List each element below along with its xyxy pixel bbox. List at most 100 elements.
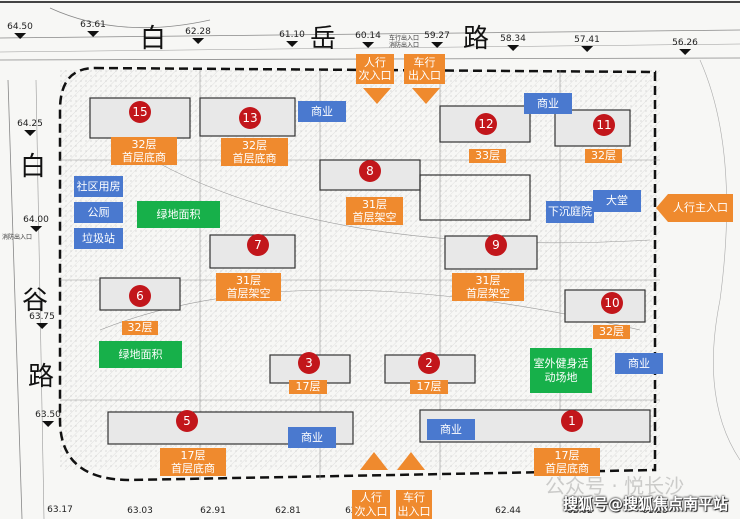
- road-name-north-2: 岳: [310, 24, 337, 54]
- fire-entrance-note: 消防出入口: [389, 42, 420, 49]
- elevation-value-south: 62.02: [567, 506, 593, 516]
- elevation-triangle-icon: [29, 226, 42, 232]
- floors: 31层: [362, 197, 387, 211]
- ground-use: 首层底商: [171, 462, 215, 475]
- building-12-label: 33层: [469, 149, 506, 163]
- elevation-marker: 56.26: [672, 38, 698, 55]
- elevation-marker: 64.00: [23, 215, 49, 232]
- elevation-value: 62.28: [185, 27, 211, 37]
- building-marker-13[interactable]: 13: [239, 107, 261, 129]
- floors: 31层: [236, 273, 261, 287]
- elevation-value-south: 62.91: [200, 506, 226, 516]
- elevation-triangle-icon: [41, 421, 54, 427]
- vehicle-entrance-note: 车行出入口: [389, 35, 420, 42]
- commercial-label-north-1: 商业: [298, 101, 346, 122]
- ground-use: 首层架空: [226, 287, 271, 300]
- elevation-value: 61.10: [279, 30, 305, 40]
- ped-line-1: 人行: [360, 491, 382, 505]
- commercial-label-east: 商业: [615, 353, 663, 374]
- public-toilet-label: 公厕: [74, 202, 123, 223]
- building-7-label: 31层首层架空: [216, 273, 281, 301]
- building-marker-1[interactable]: 1: [561, 410, 583, 432]
- floors: 31层: [475, 273, 501, 287]
- road-edge-line: [35, 79, 45, 519]
- elevation-value: 64.25: [17, 119, 43, 129]
- floors: 32层: [131, 137, 157, 151]
- pedestrian-secondary-entrance-north[interactable]: 人行次入口: [356, 54, 394, 84]
- building-marker-10[interactable]: 10: [601, 292, 623, 314]
- building-6-label: 32层: [122, 321, 158, 335]
- veh-line-2: 出入口: [408, 69, 441, 82]
- floors: 17层: [554, 448, 580, 462]
- fitness-line-1: 室外健身活: [533, 357, 589, 371]
- elevation-value: 63.50: [35, 410, 61, 420]
- elevation-value-south: 62.44: [495, 506, 521, 516]
- veh-line-1: 车行: [403, 491, 425, 505]
- building-marker-6[interactable]: 6: [129, 285, 151, 307]
- ground-use: 首层架空: [466, 287, 510, 300]
- road-name-north-1: 白: [140, 24, 167, 54]
- arrow-up-icon: [397, 452, 425, 470]
- elevation-value-south: 63.17: [47, 505, 73, 515]
- elevation-marker: 63.75: [29, 312, 55, 329]
- elevation-value: 56.26: [672, 38, 698, 48]
- elevation-marker: 63.61: [80, 20, 106, 37]
- building-marker-12[interactable]: 12: [475, 113, 497, 135]
- green-area-label-2: 绿地面积: [99, 341, 182, 368]
- building-marker-15[interactable]: 15: [129, 101, 151, 123]
- building-marker-3[interactable]: 3: [298, 352, 320, 374]
- fitness-line-2: 动场地: [544, 370, 578, 384]
- floors: 17层: [180, 448, 206, 462]
- commercial-label-north-2: 商业: [524, 93, 572, 114]
- road-curve: [699, 59, 740, 461]
- vehicle-entrance-north[interactable]: 车行出入口: [404, 54, 445, 84]
- elevation-triangle-icon: [506, 45, 519, 51]
- pedestrian-secondary-entrance-south[interactable]: 人行次入口: [352, 490, 390, 519]
- ground-use: 首层架空: [352, 211, 397, 224]
- arrow-down-icon: [412, 88, 440, 104]
- ground-use: 首层底商: [545, 462, 589, 475]
- elevation-triangle-icon: [35, 323, 48, 329]
- road-edge-line: [7, 79, 23, 519]
- pedestrian-main-entrance[interactable]: 人行主入口: [668, 194, 733, 222]
- elevation-marker: 57.41: [574, 35, 600, 52]
- lobby-label: 大堂: [593, 190, 641, 212]
- floors: 32层: [242, 138, 267, 152]
- ground-use: 首层底商: [122, 151, 166, 164]
- veh-line-1: 车行: [413, 55, 436, 69]
- building-13-label: 32层首层底商: [221, 138, 288, 166]
- garbage-station-label: 垃圾站: [74, 228, 123, 249]
- building-2-label: 17层: [410, 380, 448, 394]
- commercial-label-south-1: 商业: [288, 427, 336, 448]
- building-marker-2[interactable]: 2: [418, 352, 440, 374]
- commercial-label-south-2: 商业: [427, 419, 475, 440]
- elevation-value: 64.50: [7, 22, 33, 32]
- ped-line-2: 次入口: [354, 504, 388, 518]
- elevation-marker: 60.14: [355, 31, 381, 48]
- arrow-left-icon: [656, 194, 668, 222]
- elevation-value: 58.34: [500, 34, 526, 44]
- building-9-label: 31层首层架空: [452, 273, 524, 301]
- sunken-courtyard-label: 下沉庭院: [546, 201, 594, 223]
- vehicle-entrance-south[interactable]: 车行出入口: [396, 490, 432, 519]
- building-marker-9[interactable]: 9: [485, 234, 507, 256]
- road-name-west-3: 路: [28, 362, 55, 392]
- elevation-triangle-icon: [678, 49, 691, 55]
- building-marker-11[interactable]: 11: [593, 114, 615, 136]
- elevation-marker: 64.50: [7, 22, 33, 39]
- ped-line-1: 人行: [364, 55, 386, 69]
- elevation-value: 63.75: [29, 312, 55, 322]
- building-marker-8[interactable]: 8: [359, 160, 381, 182]
- green-area-label-1: 绿地面积: [137, 201, 220, 228]
- building-10-label: 32层: [593, 325, 630, 339]
- elevation-marker: 61.10: [279, 30, 305, 47]
- elevation-triangle-icon: [285, 41, 298, 47]
- building-marker-5[interactable]: 5: [176, 410, 198, 432]
- building-marker-7[interactable]: 7: [247, 234, 269, 256]
- arrow-down-icon: [363, 88, 391, 104]
- building-5-label: 17层首层底商: [160, 448, 226, 476]
- source-watermark: 搜狐号@搜狐焦点南平站: [563, 495, 729, 513]
- building-8-label: 31层首层架空: [346, 197, 403, 225]
- veh-line-2: 出入口: [397, 504, 431, 518]
